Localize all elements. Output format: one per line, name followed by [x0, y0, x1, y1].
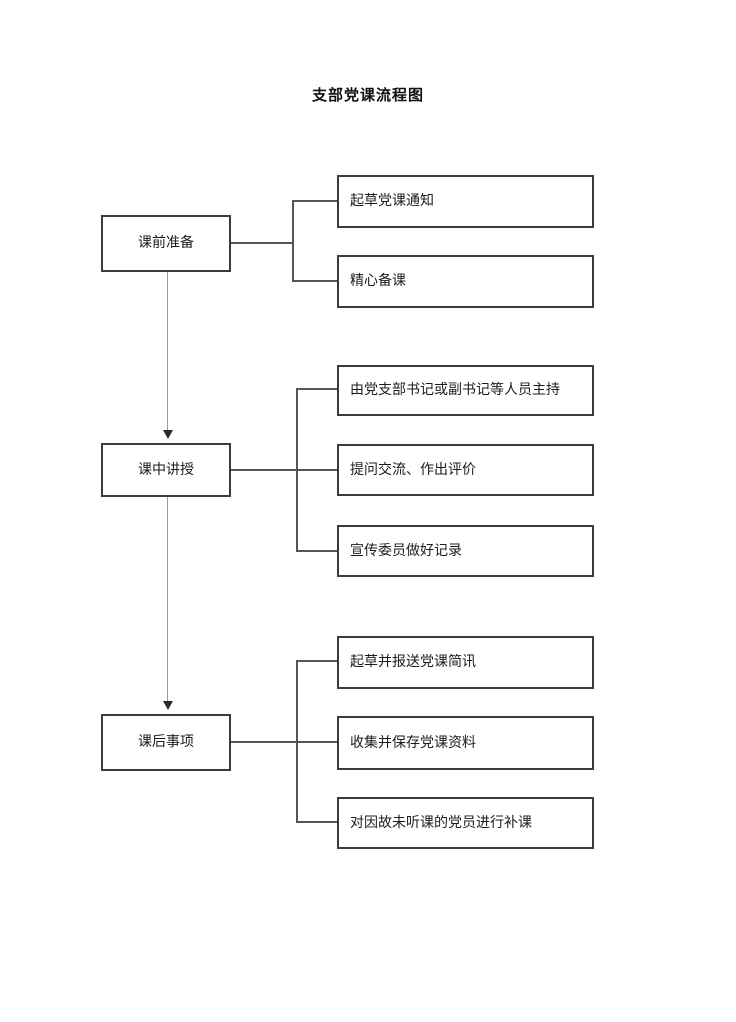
flow-arrowhead-stage3 [163, 701, 173, 710]
bracket-arm-group2-1 [296, 388, 338, 390]
connector-stage2-to-bracket [231, 469, 298, 471]
detail-label-archive-material: 收集并保存党课资料 [350, 734, 476, 751]
stage-box-pre-class[interactable]: 课前准备 [101, 215, 231, 272]
bracket-arm-group1-1 [292, 200, 338, 202]
bracket-vertical-group1 [292, 200, 294, 282]
flow-line-stage1-to-stage2 [167, 272, 168, 434]
detail-box-publicity-record[interactable]: 宣传委员做好记录 [337, 525, 594, 577]
detail-box-prepare-lesson[interactable]: 精心备课 [337, 255, 594, 308]
detail-box-submit-briefing[interactable]: 起草并报送党课简讯 [337, 636, 594, 689]
detail-label-host-by-secretary: 由党支部书记或副书记等人员主持 [350, 382, 560, 399]
stage-label-pre-class: 课前准备 [138, 235, 194, 252]
detail-label-submit-briefing: 起草并报送党课简讯 [350, 654, 476, 671]
bracket-arm-group3-1 [296, 660, 338, 662]
page-title: 支部党课流程图 [311, 86, 424, 104]
stage-box-in-class[interactable]: 课中讲授 [101, 443, 231, 497]
detail-label-prepare-lesson: 精心备课 [350, 273, 406, 290]
detail-label-makeup-class: 对因故未听课的党员进行补课 [350, 814, 532, 831]
flow-arrowhead-stage2 [163, 430, 173, 439]
bracket-arm-group3-2 [296, 741, 338, 743]
detail-label-publicity-record: 宣传委员做好记录 [350, 542, 462, 559]
detail-box-host-by-secretary[interactable]: 由党支部书记或副书记等人员主持 [337, 365, 594, 416]
bracket-arm-group1-2 [292, 280, 338, 282]
connector-stage1-to-bracket [231, 242, 294, 244]
stage-label-post-class: 课后事项 [138, 734, 194, 751]
detail-label-draft-notice: 起草党课通知 [350, 193, 434, 210]
stage-box-post-class[interactable]: 课后事项 [101, 714, 231, 771]
bracket-arm-group2-2 [296, 469, 338, 471]
bracket-arm-group2-3 [296, 550, 338, 552]
detail-box-archive-material[interactable]: 收集并保存党课资料 [337, 716, 594, 770]
detail-label-qa-evaluate: 提问交流、作出评价 [350, 461, 476, 478]
detail-box-qa-evaluate[interactable]: 提问交流、作出评价 [337, 444, 594, 496]
detail-box-draft-notice[interactable]: 起草党课通知 [337, 175, 594, 228]
connector-stage3-to-bracket [231, 741, 298, 743]
stage-label-in-class: 课中讲授 [138, 461, 194, 478]
flow-line-stage2-to-stage3 [167, 497, 168, 705]
detail-box-makeup-class[interactable]: 对因故未听课的党员进行补课 [337, 797, 594, 849]
bracket-arm-group3-3 [296, 821, 338, 823]
